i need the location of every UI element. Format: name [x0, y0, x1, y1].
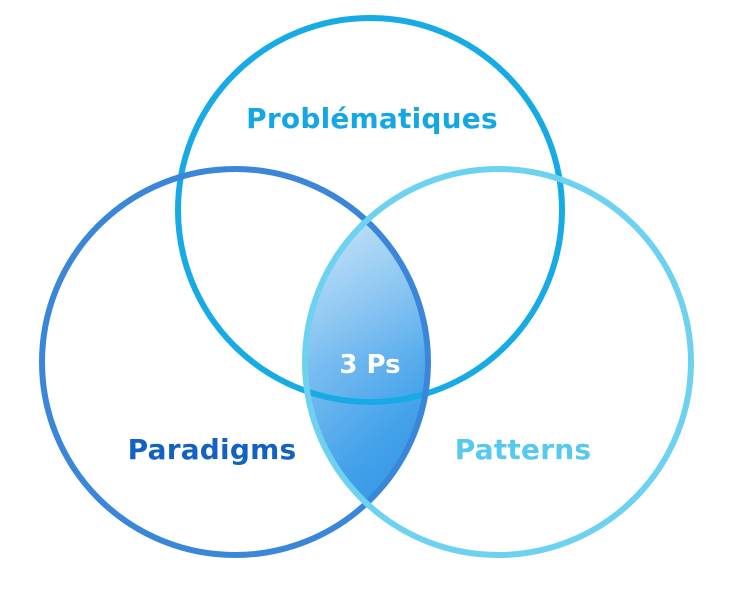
label-3-ps: 3 Ps — [339, 350, 400, 380]
circle-paradigms — [39, 166, 431, 558]
label-patterns: Patterns — [455, 433, 591, 466]
label-problematiques: Problématiques — [246, 102, 498, 135]
circle-problematiques — [175, 15, 565, 405]
label-paradigms: Paradigms — [128, 433, 297, 466]
circle-patterns — [302, 166, 694, 558]
